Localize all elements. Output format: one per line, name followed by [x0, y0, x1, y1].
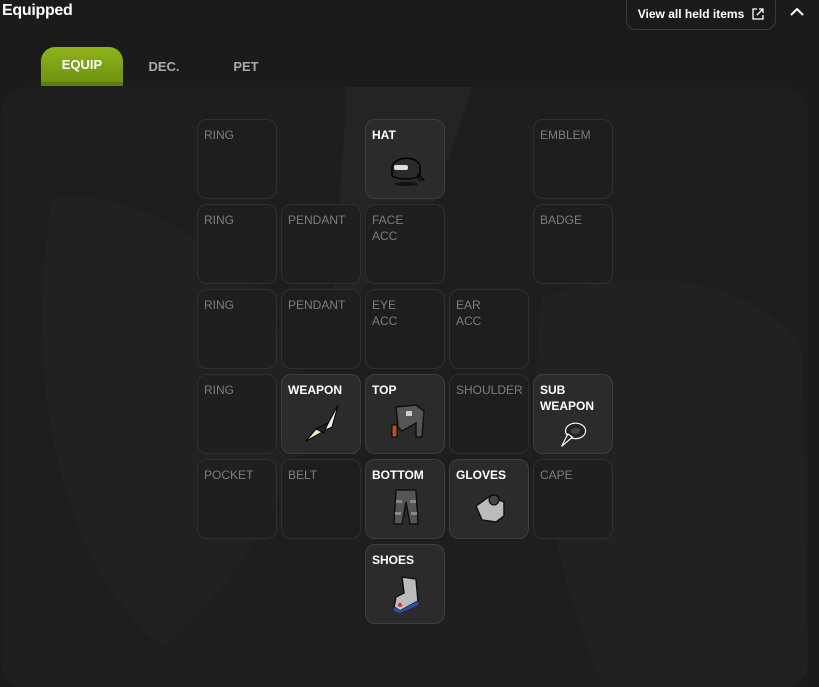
slot-label: POCKET: [204, 468, 254, 482]
collapse-button[interactable]: [786, 2, 808, 20]
slot-gloves[interactable]: GLOVES: [449, 459, 529, 539]
page-title: Equipped: [2, 2, 73, 19]
slot-label: EAR ACC: [456, 298, 482, 328]
slot-eye-accessory[interactable]: EYE ACC: [365, 289, 445, 369]
slot-top[interactable]: TOP: [365, 374, 445, 454]
top-item-icon: [391, 404, 425, 438]
tab-dec[interactable]: DEC.: [148, 59, 180, 74]
tab-pet[interactable]: PET: [233, 59, 259, 74]
slot-emblem[interactable]: EMBLEM: [533, 119, 613, 199]
slot-label: EYE ACC: [372, 298, 398, 328]
slot-label: RING: [204, 213, 234, 227]
slot-cape[interactable]: CAPE: [533, 459, 613, 539]
weapon-item-icon: [305, 404, 339, 442]
slot-belt[interactable]: BELT: [281, 459, 361, 539]
slot-label: PENDANT: [288, 298, 346, 312]
slot-label: PENDANT: [288, 213, 346, 227]
equipment-grid: RING HAT EMBLEM RING PENDANT FACE ACC BA…: [197, 119, 613, 624]
slot-label: RING: [204, 383, 234, 397]
slot-label: BADGE: [540, 213, 583, 227]
slot-label: FACE ACC: [372, 213, 404, 243]
slot-label: CAPE: [540, 468, 573, 482]
slot-badge[interactable]: BADGE: [533, 204, 613, 284]
shoes-item-icon: [393, 576, 419, 613]
slot-bottom[interactable]: BOTTOM: [365, 459, 445, 539]
slot-label: WEAPON: [288, 383, 342, 397]
slot-shoulder[interactable]: SHOULDER: [449, 374, 529, 454]
gloves-item-icon: [475, 494, 505, 523]
slot-ring-4[interactable]: RING: [197, 374, 277, 454]
slot-pendant-2[interactable]: PENDANT: [281, 289, 361, 369]
view-all-held-items-button[interactable]: View all held items: [626, 0, 776, 30]
tab-bar: EQUIP DEC. PET: [41, 47, 287, 86]
view-all-label: View all held items: [637, 7, 745, 21]
slot-label: RING: [204, 128, 234, 142]
slot-label: HAT: [372, 128, 396, 142]
hat-item-icon: [391, 157, 426, 186]
slot-label: TOP: [372, 383, 397, 397]
slot-face-accessory[interactable]: FACE ACC: [365, 204, 445, 284]
chevron-up-icon: [790, 7, 804, 16]
slot-pendant-1[interactable]: PENDANT: [281, 204, 361, 284]
slot-label: EMBLEM: [540, 128, 591, 142]
slot-label: GLOVES: [456, 468, 507, 482]
slot-shoes[interactable]: SHOES: [365, 544, 445, 624]
sub-weapon-item-icon: [561, 422, 587, 447]
slot-ear-accessory[interactable]: EAR ACC: [449, 289, 529, 369]
slot-ring-3[interactable]: RING: [197, 289, 277, 369]
bottom-item-icon: [393, 489, 419, 525]
slot-ring-2[interactable]: RING: [197, 204, 277, 284]
slot-pocket[interactable]: POCKET: [197, 459, 277, 539]
slot-ring-1[interactable]: RING: [197, 119, 277, 199]
slot-label: SUB WEAPON: [540, 383, 594, 413]
external-link-icon: [752, 8, 764, 20]
slot-label: SHOULDER: [456, 383, 523, 397]
tab-equip[interactable]: EQUIP: [41, 47, 123, 86]
slot-label: BELT: [288, 468, 318, 482]
slot-sub-weapon[interactable]: SUB WEAPON: [533, 374, 613, 454]
slot-label: RING: [204, 298, 234, 312]
slot-hat[interactable]: HAT: [365, 119, 445, 199]
slot-label: BOTTOM: [372, 468, 424, 482]
slot-label: SHOES: [372, 553, 415, 567]
slot-weapon[interactable]: WEAPON: [281, 374, 361, 454]
